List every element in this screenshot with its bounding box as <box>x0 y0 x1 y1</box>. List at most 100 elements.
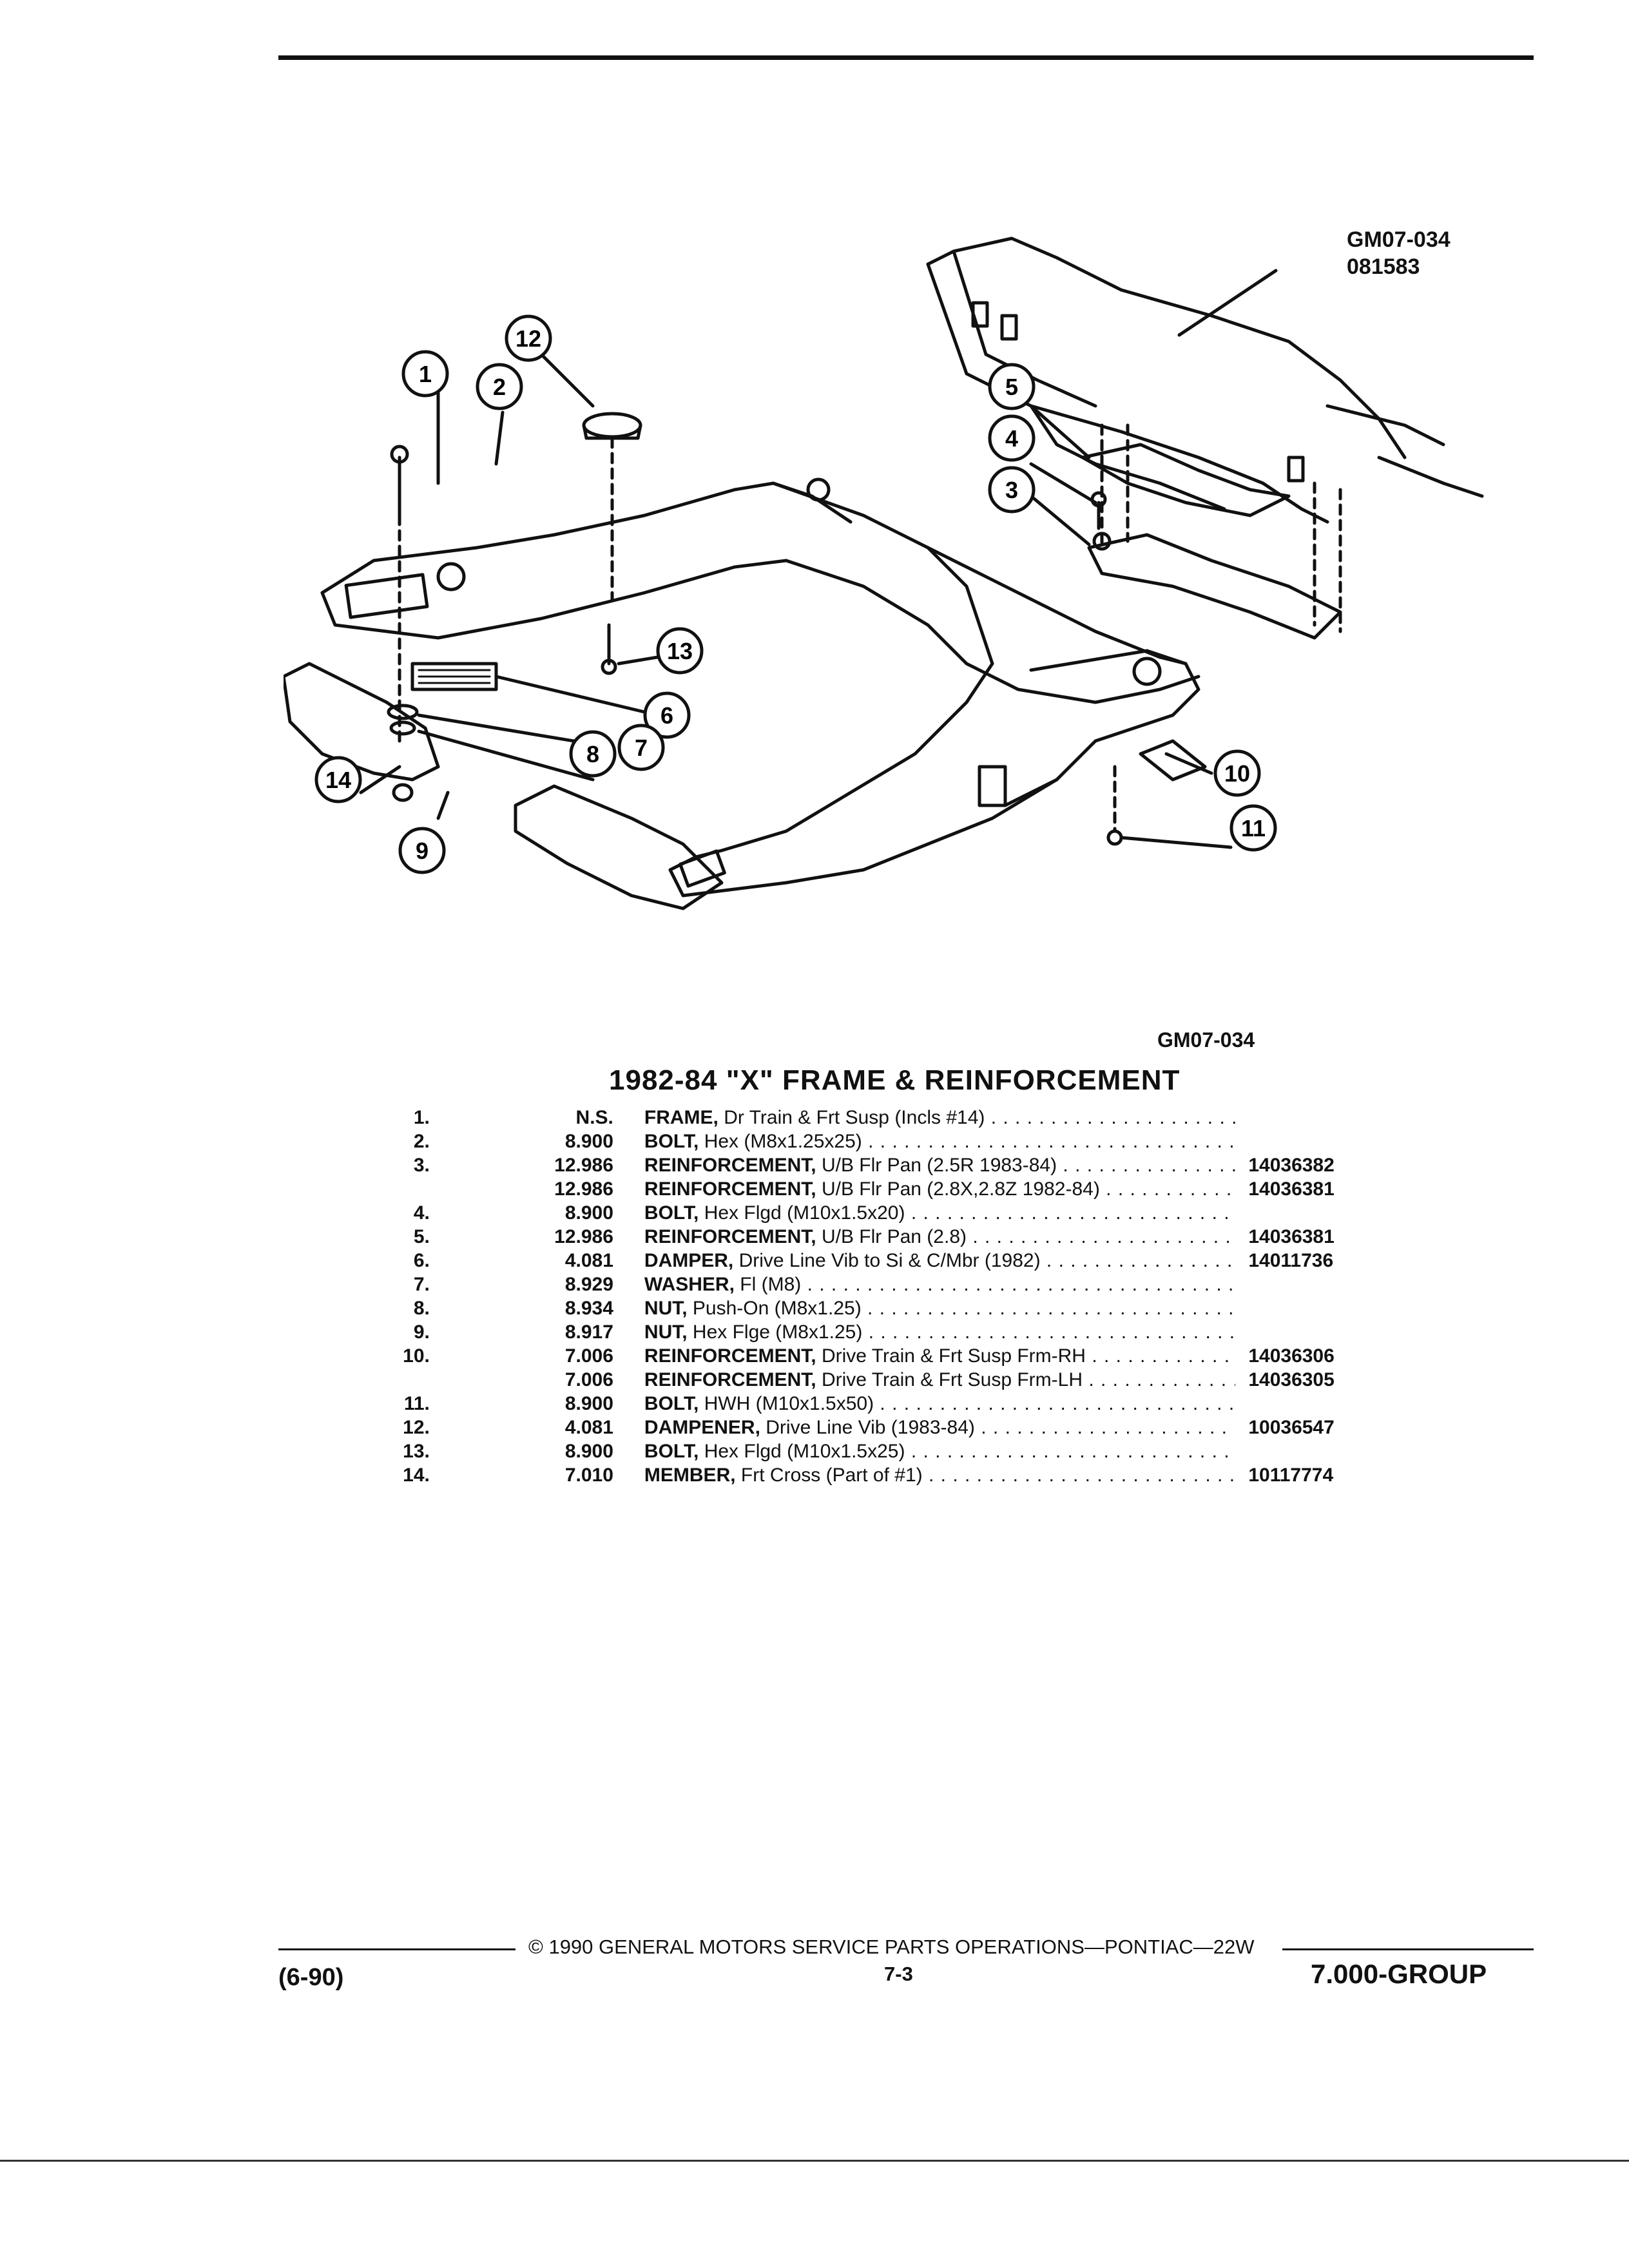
part-description: BOLT, HWH (M10x1.5x50) <box>644 1392 1235 1416</box>
part-description: REINFORCEMENT, U/B Flr Pan (2.8X,2.8Z 19… <box>644 1177 1235 1201</box>
svg-text:11: 11 <box>1241 815 1266 841</box>
svg-text:8: 8 <box>586 741 599 767</box>
part-name: WASHER, <box>644 1274 735 1295</box>
callout-12: 12 <box>505 314 552 362</box>
group-number: 7.006 <box>564 1369 613 1390</box>
part-name: REINFORCEMENT, <box>644 1155 816 1176</box>
part-detail: Hex Flgd (M10x1.5x20) <box>704 1202 905 1224</box>
part-detail: Hex Flgd (M10x1.5x25) <box>704 1441 905 1462</box>
part-number <box>1235 1201 1392 1225</box>
part-name: REINFORCEMENT, <box>644 1178 816 1200</box>
part-detail: Drive Train & Frt Susp Frm-LH <box>821 1369 1083 1390</box>
frame-right-rail <box>926 546 994 666</box>
part-number: 14036381 <box>1248 1226 1335 1247</box>
svg-text:9: 9 <box>416 838 429 864</box>
part-number <box>1235 1392 1392 1416</box>
part-name: FRAME, <box>644 1107 718 1128</box>
callout-8: 8 <box>569 730 617 778</box>
part-name: REINFORCEMENT, <box>644 1345 816 1367</box>
item-number: 3. <box>413 1155 430 1176</box>
part-description: DAMPER, Drive Line Vib to Si & C/Mbr (19… <box>644 1249 1235 1273</box>
parts-row: 3. 12.986 REINFORCEMENT, U/B Flr Pan (2.5R… <box>361 1153 1392 1177</box>
group-number: 8.900 <box>564 1441 613 1462</box>
callout-7: 7 <box>617 724 665 771</box>
part-description: BOLT, Hex Flgd (M10x1.5x25) <box>644 1439 1235 1463</box>
item-number: 8. <box>413 1298 430 1319</box>
part-detail: Dr Train & Frt Susp (Incls #14) <box>724 1107 985 1128</box>
callout-9: 9 <box>398 827 446 874</box>
svg-text:3: 3 <box>1005 477 1018 503</box>
front-cross-member-14 <box>284 662 440 782</box>
part-detail: U/B Flr Pan (2.8) <box>821 1226 967 1247</box>
footer-rule-right <box>1282 1948 1534 1950</box>
svg-text:5: 5 <box>1005 374 1018 400</box>
part-description: BOLT, Hex (M8x1.25x25) <box>644 1129 1235 1153</box>
group-number: 4.081 <box>564 1417 613 1438</box>
callout-3: 3 <box>988 466 1036 514</box>
floor-pan-outline <box>926 236 1407 459</box>
part-description: REINFORCEMENT, U/B Flr Pan (2.8) <box>644 1225 1235 1249</box>
group-number: 8.900 <box>564 1393 613 1414</box>
part-number: 14036381 <box>1248 1178 1335 1200</box>
part-name: DAMPENER, <box>644 1417 760 1438</box>
part-description: BOLT, Hex Flgd (M10x1.5x20) <box>644 1201 1235 1225</box>
part-name: MEMBER, <box>644 1465 736 1486</box>
parts-list: 1.N.S.FRAME, Dr Train & Frt Susp (Incls … <box>361 1106 1392 1487</box>
washer-7 <box>387 704 419 720</box>
dampener-12 <box>582 412 642 439</box>
part-detail: U/B Flr Pan (2.5R 1983-84) <box>821 1155 1057 1176</box>
callout-14: 14 <box>314 756 362 803</box>
group-number: 12.986 <box>554 1226 613 1247</box>
group-number: 12.986 <box>554 1155 613 1176</box>
parts-row: 7.006 REINFORCEMENT, Drive Train & Frt Su… <box>361 1368 1392 1392</box>
rocker-rail <box>926 262 1329 524</box>
reinforcement-plate-5 <box>1081 443 1291 517</box>
footer-page-number: 7-3 <box>884 1963 913 1985</box>
top-rule <box>278 55 1534 60</box>
part-detail: Hex (M8x1.25x25) <box>704 1131 862 1152</box>
part-description: REINFORCEMENT, Drive Train & Frt Susp Fr… <box>644 1344 1235 1368</box>
callout-4: 4 <box>988 414 1036 462</box>
parts-row: 12.986 REINFORCEMENT, U/B Flr Pan (2.8X,2… <box>361 1177 1392 1201</box>
nut-9 <box>392 783 414 802</box>
part-name: REINFORCEMENT, <box>644 1226 816 1247</box>
part-number: 10036547 <box>1248 1417 1335 1438</box>
svg-text:2: 2 <box>493 374 506 400</box>
footer-group: 7.000-GROUP <box>1311 1959 1487 1989</box>
part-description: NUT, Push-On (M8x1.25) <box>644 1296 1235 1320</box>
item-number: 7. <box>413 1274 430 1295</box>
part-description: REINFORCEMENT, Drive Train & Frt Susp Fr… <box>644 1368 1235 1392</box>
part-name: BOLT, <box>644 1393 699 1414</box>
footer-copyright: © 1990 GENERAL MOTORS SERVICE PARTS OPER… <box>528 1936 1255 1958</box>
part-detail: Hex Flge (M8x1.25) <box>692 1321 863 1343</box>
footer-date-code: (6-90) <box>278 1964 344 1991</box>
item-number: 13. <box>403 1441 430 1462</box>
group-number: 4.081 <box>564 1250 613 1271</box>
group-number: 8.929 <box>564 1274 613 1295</box>
svg-text:1: 1 <box>419 361 432 387</box>
figure-code: GM07-034 <box>1157 1028 1255 1052</box>
part-detail: U/B Flr Pan (2.8X,2.8Z 1982-84) <box>821 1178 1100 1200</box>
svg-text:12: 12 <box>516 325 541 352</box>
item-number: 6. <box>413 1250 430 1271</box>
item-number: 5. <box>413 1226 430 1247</box>
parts-row: 13. 8.900 BOLT, Hex Flgd (M10x1.5x25) <box>361 1439 1392 1463</box>
parts-row: 6. 4.081 DAMPER, Drive Line Vib to Si & C/… <box>361 1249 1392 1273</box>
part-number: 14011736 <box>1248 1250 1334 1271</box>
item-number: 9. <box>413 1321 430 1343</box>
callout-2: 2 <box>476 363 523 410</box>
part-name: BOLT, <box>644 1441 699 1462</box>
lower-reinforcement-bar <box>514 784 724 910</box>
part-detail: HWH (M10x1.5x50) <box>704 1393 874 1414</box>
reinforcement-plate-3 <box>1087 533 1342 640</box>
group-number: 12.986 <box>554 1178 613 1200</box>
callout-13: 13 <box>656 627 704 675</box>
part-number <box>1235 1106 1392 1129</box>
callout-5: 5 <box>988 363 1036 410</box>
part-description: NUT, Hex Flge (M8x1.25) <box>644 1320 1235 1344</box>
svg-text:10: 10 <box>1224 760 1250 787</box>
